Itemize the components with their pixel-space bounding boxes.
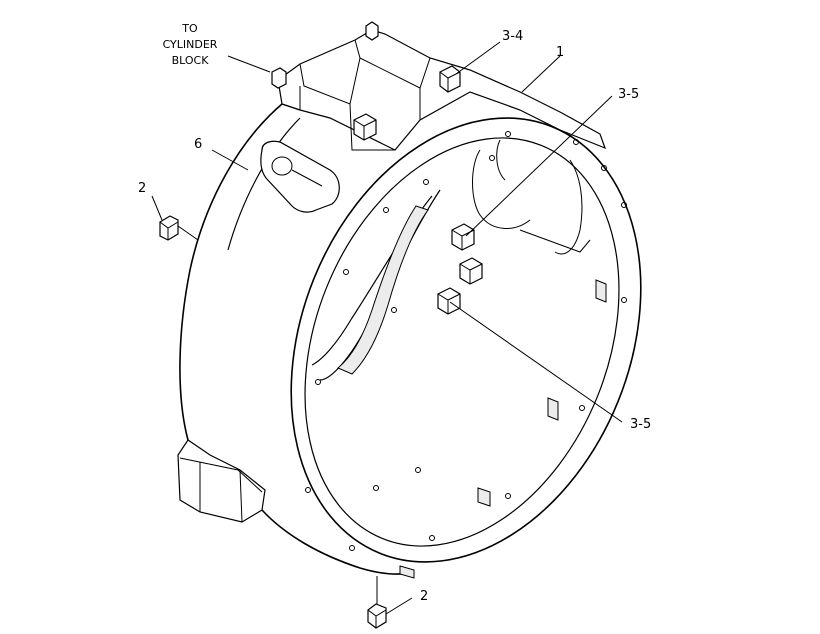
callout-3-4: 3-4 bbox=[502, 29, 523, 44]
callout-3-5-lower: 3-5 bbox=[630, 417, 651, 432]
label-to: TO bbox=[181, 22, 198, 35]
label-cylinder: CYLINDER bbox=[163, 38, 218, 51]
housing-body bbox=[177, 29, 607, 575]
dowel-top bbox=[271, 21, 379, 89]
inner-bore bbox=[311, 139, 591, 381]
plug-2-left bbox=[159, 215, 199, 241]
bolt-mid-upper bbox=[353, 113, 377, 141]
bolt-3-4-top bbox=[439, 65, 461, 93]
front-flange bbox=[290, 117, 642, 579]
callout-2-bottom: 2 bbox=[420, 589, 428, 604]
bolt-3-5-b bbox=[459, 257, 483, 285]
callout-1: 1 bbox=[556, 45, 564, 60]
flange-holes bbox=[305, 131, 627, 551]
callout-2-left: 2 bbox=[138, 181, 146, 196]
callout-3-5-upper: 3-5 bbox=[618, 87, 639, 102]
leader-lines bbox=[151, 41, 623, 615]
plug-2-bottom bbox=[367, 576, 387, 629]
callout-6: 6 bbox=[194, 137, 202, 152]
bolt-3-5-c bbox=[437, 287, 461, 315]
bolt-3-5-a bbox=[451, 223, 475, 251]
label-block: BLOCK bbox=[172, 54, 210, 67]
